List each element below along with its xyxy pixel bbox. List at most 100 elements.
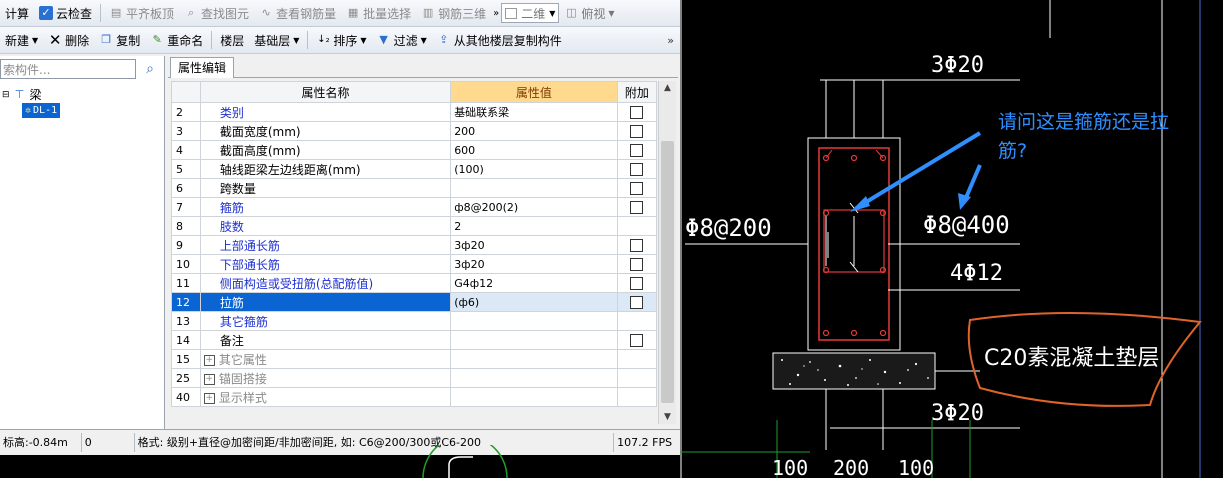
sort-button[interactable]: ↓₂ 排序 ▼ xyxy=(311,29,371,51)
toolbar-batch-select-button[interactable]: ▦ 批量选择 xyxy=(341,2,416,24)
copy-from-floor-button[interactable]: ⇪ 从其他楼层复制构件 xyxy=(432,29,567,51)
toolbar-cloud-check-button[interactable]: ✓ 云检查 xyxy=(34,2,97,24)
scroll-up-icon[interactable]: ▲ xyxy=(664,83,671,93)
property-name[interactable]: 类别 xyxy=(199,102,452,122)
extra-cell xyxy=(616,140,658,160)
toolbar-find-button[interactable]: ⌕ 查找图元 xyxy=(179,2,254,24)
property-value[interactable] xyxy=(450,330,618,350)
property-name[interactable]: 截面高度(mm) xyxy=(199,140,452,160)
toolbar-align-top-button[interactable]: ▤ 平齐板顶 xyxy=(104,2,179,24)
filter-button[interactable]: ▼ 过滤 ▼ xyxy=(372,29,432,51)
extra-checkbox[interactable] xyxy=(630,296,644,309)
scroll-down-icon[interactable]: ▼ xyxy=(664,412,671,422)
vertical-scrollbar[interactable]: ▲ ▼ xyxy=(658,81,676,424)
dim-right: 100 xyxy=(898,456,934,478)
toolbar-overflow-button[interactable]: » xyxy=(491,2,501,24)
property-name[interactable]: 肢数 xyxy=(199,216,452,236)
property-name[interactable]: 上部通长筋 xyxy=(199,235,452,255)
expand-icon[interactable]: + xyxy=(203,392,215,404)
property-value[interactable] xyxy=(450,349,618,369)
rename-button[interactable]: ✎ 重命名 xyxy=(145,29,208,51)
expand-icon[interactable]: + xyxy=(203,354,215,366)
extra-checkbox[interactable] xyxy=(630,182,644,195)
property-value[interactable]: 200 xyxy=(450,121,618,141)
view-angle-select[interactable]: ◫ 俯视 ▼ xyxy=(559,2,619,24)
extra-checkbox[interactable] xyxy=(630,258,644,271)
toolbar-rebar-view-button[interactable]: ∿ 查看钢筋量 xyxy=(254,2,341,24)
tab-property-edit[interactable]: 属性编辑 xyxy=(170,57,235,78)
component-tree-pane: 索构件... ⌕ ⊟ ⊤ 梁 ✲ DL-1 xyxy=(0,56,165,429)
property-name[interactable]: 箍筋 xyxy=(199,197,452,217)
extra-checkbox[interactable] xyxy=(630,144,644,157)
property-value[interactable]: 基础联系梁 xyxy=(450,102,618,122)
extra-checkbox[interactable] xyxy=(630,277,644,290)
property-value[interactable]: 2 xyxy=(450,216,618,236)
property-value[interactable] xyxy=(450,178,618,198)
table-row[interactable]: 40+显示样式 xyxy=(171,387,658,407)
extra-checkbox[interactable] xyxy=(630,106,644,119)
property-value[interactable]: (ф6) xyxy=(450,292,618,312)
property-name[interactable]: 跨数量 xyxy=(199,178,452,198)
group-label: 显示样式 xyxy=(218,390,267,405)
search-input[interactable]: 索构件... xyxy=(0,59,136,79)
scrollbar-thumb[interactable] xyxy=(661,141,674,403)
property-value[interactable]: ф8@200(2) xyxy=(450,197,618,217)
property-value[interactable]: (100) xyxy=(450,159,618,179)
table-row[interactable]: 15+其它属性 xyxy=(171,349,658,369)
property-value[interactable] xyxy=(450,311,618,331)
extra-checkbox[interactable] xyxy=(630,239,644,252)
property-name[interactable]: 截面宽度(mm) xyxy=(199,121,452,141)
property-name[interactable]: 拉筋 xyxy=(199,292,452,312)
property-name[interactable]: 其它箍筋 xyxy=(199,311,452,331)
new-button[interactable]: 新建 ▼ xyxy=(0,29,43,51)
property-value[interactable]: 3ф20 xyxy=(450,235,618,255)
tree-node-beam[interactable]: ⊟ ⊤ 梁 xyxy=(2,86,42,103)
copy-button[interactable]: ❐ 复制 xyxy=(94,29,145,51)
expand-icon[interactable]: + xyxy=(203,373,215,385)
sort-label: 排序 xyxy=(333,33,358,48)
extra-checkbox[interactable] xyxy=(630,163,644,176)
toolbar-calc-button[interactable]: 计算 xyxy=(0,2,34,24)
delete-button[interactable]: ✕ 删除 xyxy=(43,29,94,51)
property-value[interactable] xyxy=(450,368,618,388)
property-value[interactable] xyxy=(450,387,618,407)
property-name[interactable]: 侧面构造或受扭筋(总配筋值) xyxy=(199,273,452,293)
property-value[interactable]: 600 xyxy=(450,140,618,160)
extra-checkbox[interactable] xyxy=(630,125,644,138)
property-value[interactable]: G4ф12 xyxy=(450,273,618,293)
header-value: 属性值 xyxy=(450,81,618,103)
property-value[interactable]: 3ф20 xyxy=(450,254,618,274)
double-chevron-icon[interactable]: » xyxy=(667,33,674,47)
property-name[interactable]: 下部通长筋 xyxy=(199,254,452,274)
property-name[interactable]: 备注 xyxy=(199,330,452,350)
property-name[interactable]: 轴线距梁左边线距离(mm) xyxy=(199,159,452,179)
row-number: 2 xyxy=(171,102,201,122)
floor-select[interactable]: 基础层 ▼ xyxy=(249,29,304,51)
view-mode-select[interactable]: 二维 ▼ xyxy=(501,3,560,23)
toolbar-rebar-3d-button[interactable]: ▥ 钢筋三维 xyxy=(416,2,491,24)
tie-hook xyxy=(849,261,859,273)
property-name[interactable]: +锚固搭接 xyxy=(199,368,452,388)
tree-node-dl1[interactable]: ✲ DL-1 xyxy=(22,103,61,118)
search-icon[interactable]: ⌕ xyxy=(146,61,154,77)
collapse-icon[interactable]: ⊟ xyxy=(2,89,10,100)
extra-checkbox[interactable] xyxy=(630,334,644,347)
property-name[interactable]: +显示样式 xyxy=(199,387,452,407)
table-row[interactable]: 25+锚固搭接 xyxy=(171,368,658,388)
extra-checkbox[interactable] xyxy=(630,201,644,214)
property-name[interactable]: +其它属性 xyxy=(199,349,452,369)
toolbar-separator xyxy=(100,4,102,22)
